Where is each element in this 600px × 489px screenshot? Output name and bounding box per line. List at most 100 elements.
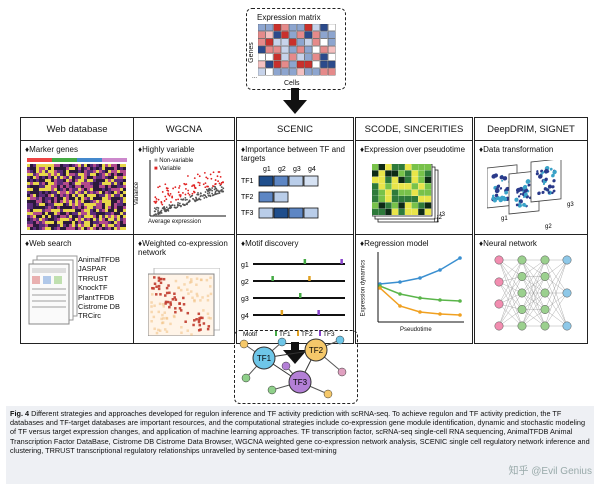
marker-cell [99, 200, 102, 203]
marker-cell [63, 182, 66, 185]
marker-cell [42, 215, 45, 218]
marker-cell [69, 182, 72, 185]
marker-cell [72, 203, 75, 206]
coexp-cell [157, 287, 161, 291]
marker-cell [87, 203, 90, 206]
marker-cell [99, 203, 102, 206]
marker-cell [96, 164, 99, 167]
marker-cell [111, 191, 114, 194]
marker-cell [117, 224, 120, 227]
pt-cell [398, 176, 405, 183]
nn-edge [498, 259, 523, 283]
marker-cell [78, 188, 81, 191]
scatter-point [203, 171, 206, 174]
coexp-cell [184, 320, 187, 323]
marker-cell [33, 176, 36, 179]
marker-cell [108, 194, 111, 197]
coexp-cell [182, 303, 186, 306]
marker-cell [93, 170, 96, 173]
scatter-point [174, 186, 177, 189]
marker-cell [27, 194, 30, 197]
marker-cell [36, 164, 39, 167]
matrix-cell [289, 53, 297, 61]
regression-text: Regression model [364, 239, 429, 248]
marker-cell [42, 191, 45, 194]
scatter-point [153, 214, 156, 216]
col-label-g3: g3 [293, 166, 301, 173]
marker-cell [93, 179, 96, 182]
pt-cell [424, 208, 432, 215]
marker-cell [123, 227, 126, 230]
scatter-point [220, 186, 223, 188]
marker-cell [42, 194, 45, 197]
motif-mark [271, 276, 274, 281]
matrix-cell [296, 38, 305, 46]
marker-cell [108, 173, 111, 176]
scatter-point [206, 177, 209, 180]
marker-cell [72, 227, 75, 230]
marker-cell [123, 221, 126, 224]
matrix-cell [273, 53, 281, 61]
marker-cell [90, 224, 93, 227]
label-highly-variable: ♦Highly variable [138, 145, 195, 154]
marker-cell [120, 176, 123, 179]
importance-cell [288, 175, 304, 187]
marker-cell [63, 185, 66, 188]
pt-cell [398, 208, 405, 215]
pt-cell [391, 189, 399, 196]
scatter-point [163, 208, 166, 211]
marker-cell [51, 194, 54, 197]
scatter-point [165, 187, 168, 189]
marker-cell [93, 185, 96, 188]
row-label-TF2: TF2 [241, 194, 254, 201]
pt-cell [385, 189, 392, 196]
marker-cell [30, 209, 33, 212]
marker-cell [117, 218, 120, 221]
matrix-cell [258, 38, 266, 46]
marker-cell [90, 176, 93, 179]
scatter-point [212, 185, 214, 187]
matrix-cell [296, 46, 305, 54]
marker-cell [30, 182, 33, 185]
marker-cell [117, 185, 120, 188]
marker-cell [87, 221, 90, 224]
marker-cell [105, 221, 108, 224]
matrix-cell [289, 24, 297, 31]
marker-cell [66, 197, 69, 200]
scatter-point [198, 197, 201, 200]
coexp-cell [150, 310, 153, 314]
marker-cell [45, 167, 48, 170]
marker-cell [66, 218, 69, 221]
scatter-point [159, 210, 162, 213]
motif-legend-TF3: TF3 [323, 331, 335, 338]
marker-cell [42, 224, 45, 227]
scatter-point [212, 171, 215, 174]
marker-cell [48, 218, 51, 221]
nn-edge [544, 259, 568, 294]
coexp-cell [168, 305, 171, 309]
scatter-point [215, 193, 218, 195]
coexp-cell [174, 310, 177, 314]
marker-cell [78, 215, 81, 218]
marker-cell [27, 191, 30, 194]
marker-cell [111, 179, 114, 182]
marker-cell [30, 176, 33, 179]
marker-cell [114, 212, 117, 215]
marker-cell [96, 179, 99, 182]
marker-cell [120, 203, 123, 206]
nn-edge [521, 292, 546, 327]
marker-cell [33, 221, 36, 224]
g-label-g1: g1 [501, 216, 508, 222]
marker-cell [96, 194, 99, 197]
motif-legend-mark [297, 330, 299, 336]
marker-cell [114, 194, 117, 197]
marker-cell [57, 176, 60, 179]
coexp-cell [155, 331, 159, 335]
marker-cell [72, 173, 75, 176]
marker-cell [75, 185, 78, 188]
marker-cell [30, 170, 33, 173]
pt-cell [418, 176, 425, 183]
marker-cell [108, 191, 111, 194]
label-neural-network: ♦Neural network [479, 239, 537, 248]
marker-cell [33, 212, 36, 215]
